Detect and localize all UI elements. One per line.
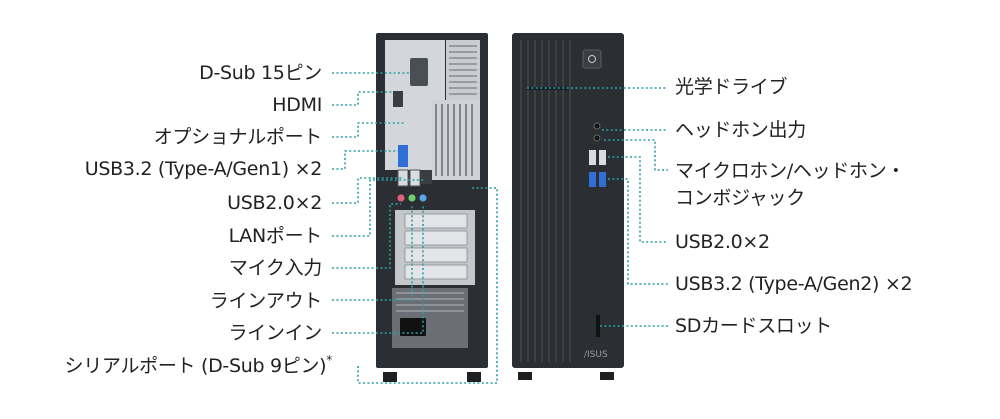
label-headphone-out: ヘッドホン出力	[675, 119, 806, 141]
lan-port-shape	[420, 170, 432, 184]
label-lan-port: LANポート	[228, 225, 323, 247]
hdmi-port-shape	[393, 91, 403, 107]
label-usb32-gen1: USB3.2 (Type-A/Gen1) ×2	[84, 158, 323, 180]
label-dsub15: D-Sub 15ピン	[199, 62, 322, 84]
label-usb20-front: USB2.0×2	[675, 231, 770, 253]
label-serial-port-text: シリアルポート (D-Sub 9ピン)	[64, 355, 327, 377]
label-usb32-gen2: USB3.2 (Type-A/Gen2) ×2	[675, 273, 913, 295]
rear-chassis	[376, 33, 488, 382]
footnote-mark: *	[326, 353, 332, 367]
label-optical-drive: 光学ドライブ	[675, 76, 788, 98]
label-mic-in: マイク入力	[228, 257, 322, 279]
label-line-in: ラインイン	[228, 322, 322, 344]
usb3-port-shape	[398, 145, 408, 167]
label-hdmi: HDMI	[272, 94, 322, 116]
front-chassis: /ISUS	[512, 33, 624, 380]
label-usb20-rear: USB2.0×2	[227, 192, 322, 214]
label-line-out: ラインアウト	[209, 290, 323, 312]
label-sd-slot: SDカードスロット	[675, 315, 832, 337]
label-combo-jack-1: マイクロホン/ヘッドホン・	[675, 160, 906, 182]
vga-port-shape	[410, 58, 428, 86]
label-optional-port: オプショナルポート	[153, 126, 323, 148]
label-serial-port: シリアルポート (D-Sub 9ピン)*	[64, 353, 333, 377]
left-leaders	[332, 72, 498, 384]
asus-logo: /ISUS	[584, 350, 608, 360]
label-combo-jack-2: コンボジャック	[675, 187, 805, 209]
right-leaders	[527, 87, 668, 327]
power-button-icon	[582, 49, 602, 69]
